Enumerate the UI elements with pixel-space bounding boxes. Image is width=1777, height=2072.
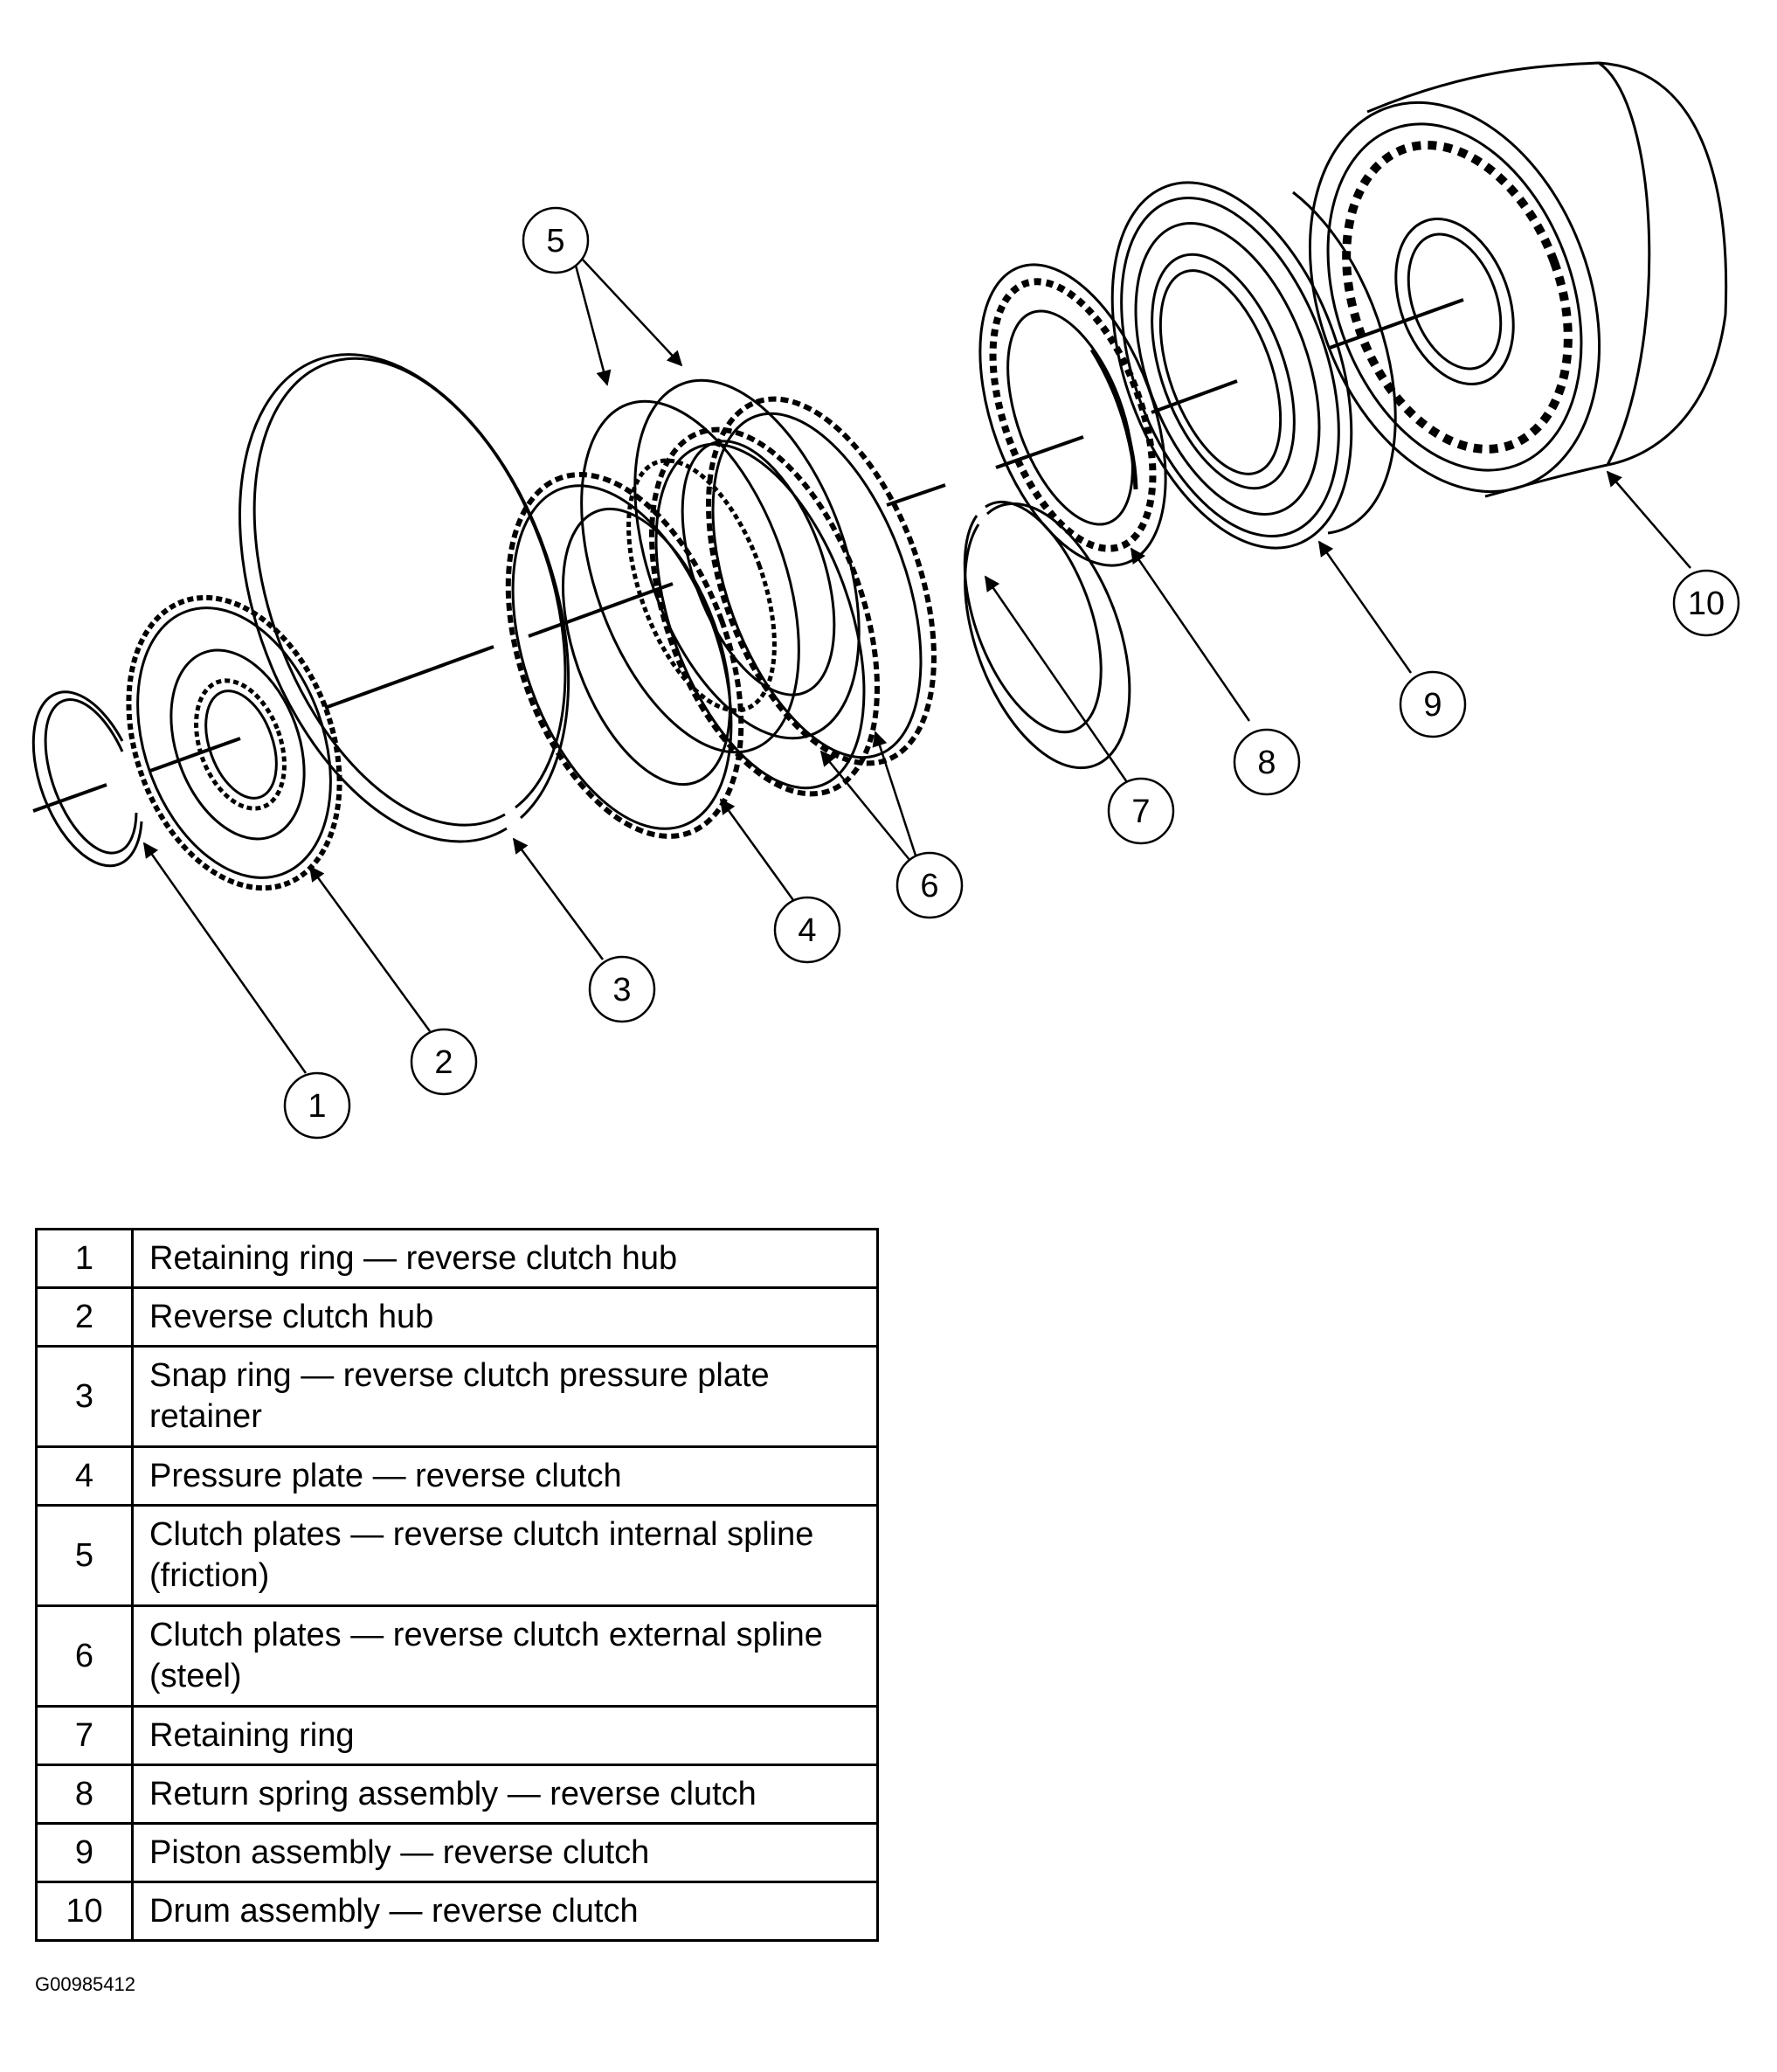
legend-number: 1 bbox=[35, 1228, 134, 1289]
legend-row: 10 Drum assembly — reverse clutch bbox=[35, 1881, 879, 1942]
legend-number: 7 bbox=[35, 1705, 134, 1766]
figure-id: G00985412 bbox=[35, 1973, 135, 1995]
callout-2: 2 bbox=[434, 1044, 453, 1081]
part-10-drum bbox=[1308, 61, 1728, 498]
legend-row: 2 Reverse clutch hub bbox=[35, 1286, 879, 1348]
legend-number: 4 bbox=[35, 1445, 134, 1507]
part-4-pressure-plate bbox=[505, 472, 744, 839]
legend-description: Piston assembly — reverse clutch bbox=[131, 1822, 879, 1883]
callout-6: 6 bbox=[920, 868, 938, 904]
legend-description: Return spring assembly — reverse clutch bbox=[131, 1764, 879, 1825]
legend-description: Retaining ring bbox=[131, 1705, 879, 1766]
callout-circles bbox=[283, 206, 1740, 1140]
legend-description: Pressure plate — reverse clutch bbox=[131, 1445, 879, 1507]
part-3-snap-ring bbox=[239, 353, 570, 843]
exploded-view-diagram: 1 2 3 4 5 6 7 8 9 10 bbox=[31, 61, 1740, 1140]
legend-description: Reverse clutch hub bbox=[131, 1286, 879, 1348]
legend-row: 6 Clutch plates — reverse clutch externa… bbox=[35, 1604, 879, 1708]
assembly-axis-lines bbox=[32, 298, 1464, 813]
legend-number: 2 bbox=[35, 1286, 134, 1348]
callout-leader-lines bbox=[142, 257, 1691, 1074]
legend-row: 1 Retaining ring — reverse clutch hub bbox=[35, 1228, 879, 1289]
callout-8: 8 bbox=[1257, 745, 1276, 781]
legend-row: 7 Retaining ring bbox=[35, 1705, 879, 1766]
legend-number: 8 bbox=[35, 1764, 134, 1825]
part-1-retaining-ring bbox=[31, 690, 143, 868]
legend-row: 9 Piston assembly — reverse clutch bbox=[35, 1822, 879, 1883]
legend-number: 5 bbox=[35, 1504, 134, 1607]
callout-5: 5 bbox=[546, 223, 564, 260]
callout-7: 7 bbox=[1131, 793, 1150, 830]
legend-row: 3 Snap ring — reverse clutch pressure pl… bbox=[35, 1345, 879, 1448]
part-7-retaining-ring bbox=[963, 500, 1131, 770]
legend-row: 8 Return spring assembly — reverse clutc… bbox=[35, 1764, 879, 1825]
callout-10: 10 bbox=[1688, 586, 1725, 622]
callout-1: 1 bbox=[308, 1088, 326, 1125]
legend-number: 3 bbox=[35, 1345, 134, 1448]
part-5-friction-plates bbox=[580, 378, 861, 754]
parts-legend-table: 1 Retaining ring — reverse clutch hub 2 … bbox=[35, 1228, 879, 1942]
legend-number: 6 bbox=[35, 1604, 134, 1708]
callout-9: 9 bbox=[1423, 687, 1442, 724]
legend-description: Clutch plates — reverse clutch internal … bbox=[131, 1504, 879, 1607]
legend-row: 4 Pressure plate — reverse clutch bbox=[35, 1445, 879, 1507]
legend-description: Snap ring — reverse clutch pressure plat… bbox=[131, 1345, 879, 1448]
legend-row: 5 Clutch plates — reverse clutch interna… bbox=[35, 1504, 879, 1607]
part-2-clutch-hub bbox=[126, 594, 342, 891]
legend-number: 9 bbox=[35, 1822, 134, 1883]
legend-description: Drum assembly — reverse clutch bbox=[131, 1881, 879, 1942]
legend-description: Retaining ring — reverse clutch hub bbox=[131, 1228, 879, 1289]
callout-3: 3 bbox=[612, 972, 631, 1008]
part-9-piston bbox=[1110, 181, 1397, 550]
part-6-steel-plates bbox=[649, 396, 937, 797]
callout-4: 4 bbox=[798, 912, 816, 949]
legend-description: Clutch plates — reverse clutch external … bbox=[131, 1604, 879, 1708]
legend-number: 10 bbox=[35, 1881, 134, 1942]
